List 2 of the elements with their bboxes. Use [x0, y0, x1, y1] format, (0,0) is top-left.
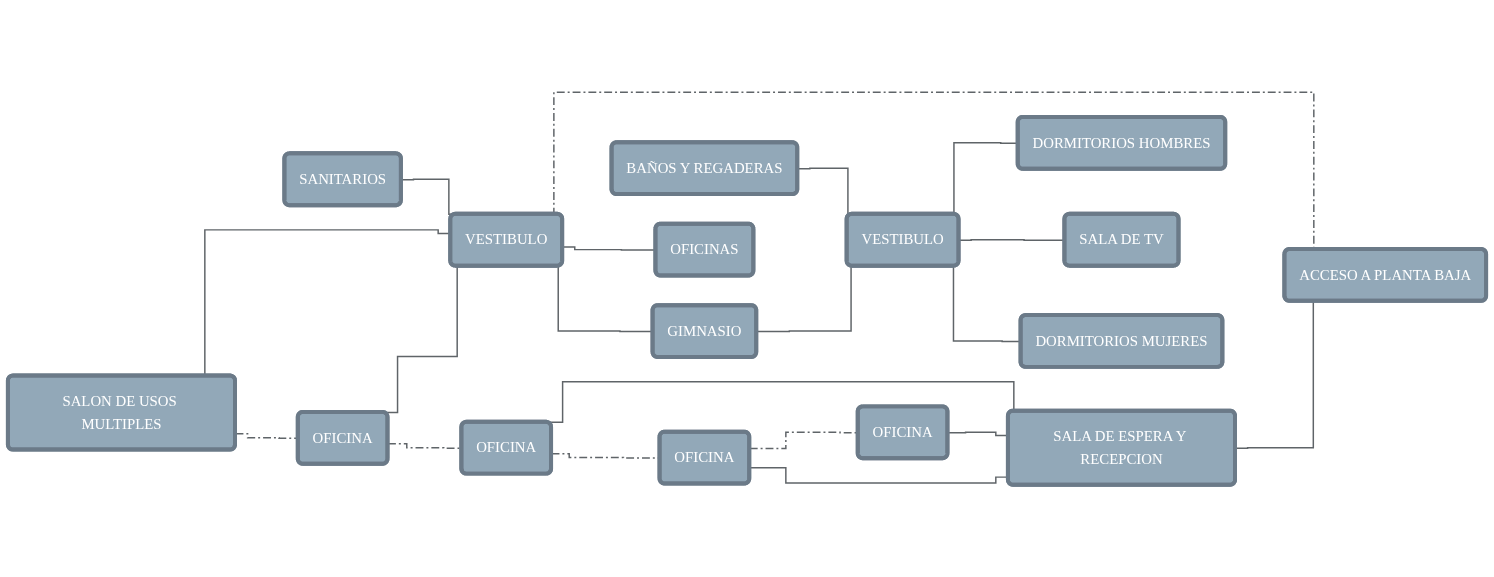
connector [749, 431, 859, 450]
connector [234, 433, 299, 440]
